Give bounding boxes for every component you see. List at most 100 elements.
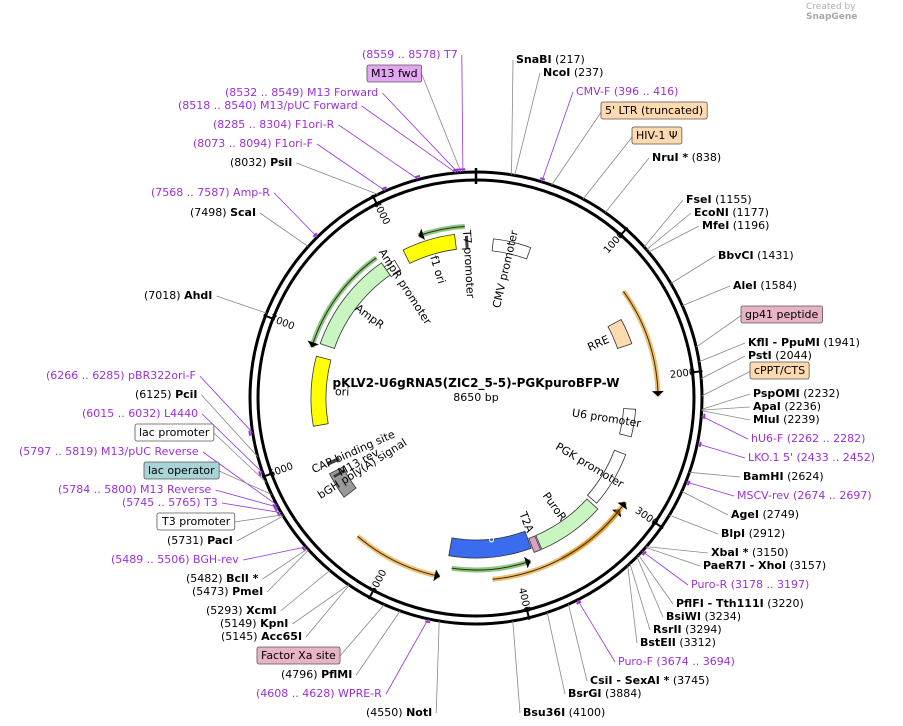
pspomi-site-first: PspOMI bbox=[753, 387, 800, 400]
m13-reverse-primer-text: (5784 .. 5800) M13 Reverse bbox=[58, 483, 211, 496]
orf-green-1-arrow bbox=[451, 556, 532, 573]
l4440-primer-text: (6015 .. 6032) L4440 bbox=[82, 407, 198, 420]
acc65i-site-leader bbox=[305, 584, 350, 638]
kpni-site: (5149) KpnI bbox=[220, 617, 288, 630]
m13-fwd-leader bbox=[421, 73, 462, 173]
xbai-site-first: XbaI * bbox=[711, 546, 749, 559]
pflmi-site-text: (4796) PflMI bbox=[281, 668, 352, 681]
snabi-site-leader bbox=[511, 59, 514, 175]
mscv-rev-primer-primer-mark bbox=[686, 480, 691, 486]
psii-site-second: PsiI bbox=[270, 156, 292, 169]
fsei-site-second: (1155) bbox=[715, 193, 752, 206]
paer7i-site: PaeR7I - XhoI (3157) bbox=[703, 559, 826, 572]
tick-mark bbox=[618, 226, 629, 238]
bsiwi-site-second: (3234) bbox=[704, 610, 741, 623]
lac-operator-text: lac operator bbox=[148, 464, 215, 477]
csii-site-first: CsiI - SexAI * bbox=[590, 674, 670, 687]
rre-shape bbox=[607, 318, 633, 350]
gp41-peptide-text: gp41 peptide bbox=[745, 308, 819, 321]
alei-site-second: (1584) bbox=[760, 279, 797, 292]
pbr322ori-f-primer: (6266 .. 6285) pBR322ori-F bbox=[46, 369, 196, 382]
ampr-label: AmpR bbox=[352, 302, 386, 332]
t3-promoter-text: T3 promoter bbox=[161, 515, 231, 528]
tick-mark bbox=[367, 588, 376, 600]
hiv1-psi-leader bbox=[582, 135, 634, 200]
factor-xa-site: Factor Xa site bbox=[256, 646, 341, 665]
ahdi-site-leader bbox=[216, 295, 267, 314]
agei-site-leader bbox=[681, 491, 729, 516]
bsrgi-site: BsrGI (3884) bbox=[568, 687, 642, 700]
agei-site-second: (2749) bbox=[762, 508, 799, 521]
puror-shape bbox=[535, 498, 599, 550]
lac-operator-leader bbox=[218, 470, 272, 495]
gp41-peptide-box bbox=[740, 305, 823, 324]
paer7i-site-second: (3157) bbox=[790, 559, 827, 572]
bcli-site: (5482) BclI * bbox=[186, 572, 259, 585]
scai-site-leader bbox=[259, 212, 309, 247]
nrui-site-leader bbox=[604, 157, 650, 213]
l4440-primer-primer-mark bbox=[258, 471, 262, 477]
fsei-site: FseI (1155) bbox=[686, 193, 752, 206]
bsu36i-site-first: Bsu36I bbox=[523, 706, 565, 719]
kfli-site-first: KflI - PpuMI bbox=[748, 336, 820, 349]
m13puc-reverse-primer: (5797 .. 5819) M13/pUC Reverse bbox=[19, 445, 199, 458]
plasmid-center: pKLV2-U6gRNA5(ZIC2_5-5)-PGKpuroBFP-W 865… bbox=[333, 376, 620, 404]
lac-promoter: lac promoter bbox=[134, 423, 215, 442]
xbai-site-second: (3150) bbox=[752, 546, 789, 559]
lac-operator: lac operator bbox=[143, 461, 220, 480]
puro-f-primer-text: Puro-F (3674 .. 3694) bbox=[618, 655, 735, 668]
m13-forward-primer: (8532 .. 8549) M13 Forward bbox=[225, 86, 378, 99]
tagbfp: TagBFP bbox=[448, 502, 532, 559]
fsei-site-text: FseI (1155) bbox=[686, 193, 752, 206]
blpi-site-text: BlpI (2912) bbox=[721, 527, 785, 540]
alei-site: AleI (1584) bbox=[733, 279, 797, 292]
apai-site-leader bbox=[701, 406, 751, 411]
ampr-promoter-label: AmpR promoter bbox=[376, 247, 435, 328]
apai-site: ApaI (2236) bbox=[753, 400, 821, 413]
xbai-site: XbaI * (3150) bbox=[711, 546, 789, 559]
f1-ori-shape bbox=[402, 233, 457, 264]
f1ori-f-primer: (8073 .. 8094) F1ori-F bbox=[193, 137, 313, 150]
t7-promoter: T7 promoter bbox=[460, 229, 477, 299]
bcli-site-second: BclI * bbox=[226, 572, 259, 585]
ahdi-site: (7018) AhdI bbox=[144, 289, 212, 302]
csii-site: CsiI - SexAI * (3745) bbox=[590, 674, 709, 687]
agei-site: AgeI (2749) bbox=[731, 508, 799, 521]
ltr5-truncated-leader bbox=[551, 110, 603, 186]
t3-promoter: T3 promoter bbox=[156, 512, 236, 531]
pflfi-site-text: PflFI - Tth111I (3220) bbox=[676, 597, 804, 610]
mfei-site-first: MfeI bbox=[702, 219, 729, 232]
kpni-site-leader bbox=[292, 584, 349, 625]
pmei-site-text: (5473) PmeI bbox=[192, 585, 263, 598]
f1ori-f-primer-leader bbox=[316, 143, 386, 192]
bsrgi-site-text: BsrGI (3884) bbox=[568, 687, 642, 700]
bsteii-site-first: BstEII bbox=[640, 636, 676, 649]
puror-label: PuroR bbox=[540, 490, 569, 524]
m13-rev-shape bbox=[333, 469, 346, 478]
blpi-site-leader bbox=[669, 514, 719, 535]
amp-r-primer-leader bbox=[273, 192, 318, 238]
blpi-site-second: (2912) bbox=[749, 527, 786, 540]
rsrii-site-second: (3294) bbox=[685, 623, 722, 636]
hiv1-psi: HIV-1 Ψ bbox=[631, 126, 683, 145]
paci-site-text: (5731) PacI bbox=[167, 534, 233, 547]
credit-brand: SnapGene bbox=[806, 12, 858, 22]
ahdi-site-second: AhdI bbox=[184, 289, 212, 302]
bsteii-site-text: BstEII (3312) bbox=[640, 636, 716, 649]
ltr5-truncated: 5' LTR (truncated) bbox=[600, 101, 708, 120]
csii-site-text: CsiI - SexAI * (3745) bbox=[590, 674, 709, 687]
puro-f-primer-leader bbox=[577, 599, 616, 663]
t3-promoter-leader bbox=[234, 514, 283, 523]
econi-site: EcoNI (1177) bbox=[694, 206, 769, 219]
pgk-promoter-shape bbox=[586, 449, 627, 504]
bcli-site-text: (5482) BclI * bbox=[186, 572, 259, 585]
pcii-site-second: PciI bbox=[175, 388, 197, 401]
cap-binding-site-shape bbox=[326, 457, 341, 466]
mfei-site-second: (1196) bbox=[733, 219, 770, 232]
m13-fwd-box bbox=[366, 64, 423, 83]
tick-label: 2000 bbox=[669, 367, 696, 381]
psii-site-text: (8032) PsiI bbox=[230, 156, 292, 169]
ori: ori bbox=[310, 355, 350, 427]
noti-site-second: NotI bbox=[406, 706, 432, 719]
